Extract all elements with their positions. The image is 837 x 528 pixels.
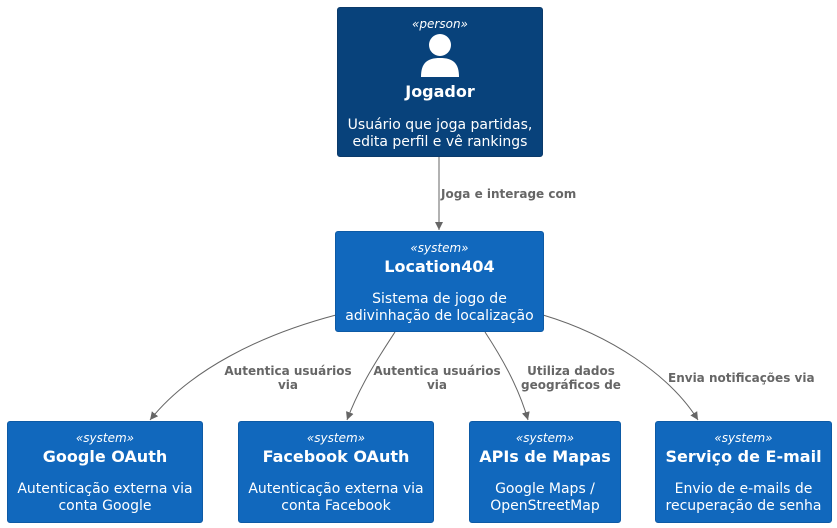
- edge-label-line: via: [277, 378, 299, 392]
- node-description-line: Google Maps /: [495, 481, 595, 497]
- node-description-line: Usuário que joga partidas,: [347, 117, 533, 133]
- node-description-line: Sistema de jogo de: [372, 291, 507, 307]
- person-icon: [421, 34, 459, 77]
- node-description-line: OpenStreetMap: [490, 498, 600, 514]
- system-facebook-oauth: «system» Facebook OAuth Autenticação ext…: [238, 421, 434, 523]
- edge-label-email-notif: Envia notificações via: [668, 371, 815, 385]
- edge-location404-to-email: [542, 314, 699, 421]
- node-title: Facebook OAuth: [262, 447, 410, 466]
- edge-label-line: Autentica usuários: [373, 364, 501, 378]
- stereotype-label: «person»: [412, 17, 468, 31]
- stereotype-label: «system»: [410, 241, 469, 255]
- node-description-line: Envio de e-mails de: [674, 481, 813, 497]
- system-servico-de-email: «system» Serviço de E-mail Envio de e-ma…: [655, 421, 832, 523]
- node-title: Jogador: [405, 82, 475, 101]
- node-description-line: edita perfil e vê rankings: [352, 134, 528, 150]
- stereotype-label: «system»: [714, 431, 773, 445]
- system-google-oauth: «system» Google OAuth Autenticação exter…: [7, 421, 203, 523]
- stereotype-label: «system»: [515, 431, 575, 445]
- edge-label-facebook-auth: Autentica usuários via: [372, 364, 502, 392]
- stereotype-label: «system»: [75, 431, 135, 445]
- node-description-line: Autenticação externa via: [17, 481, 193, 497]
- system-location404: «system» Location404 Sistema de jogo de …: [335, 231, 544, 332]
- edge-label-line: geográficos de: [521, 378, 621, 392]
- node-description-line: adivinhação de localização: [345, 308, 534, 324]
- edge-label-line: Envia notificações via: [668, 371, 815, 385]
- system-apis-de-mapas: «system» APIs de Mapas Google Maps / Ope…: [469, 421, 621, 523]
- edge-label-mapas-dados: Utiliza dados geográficos de: [515, 364, 627, 392]
- node-title: Google OAuth: [42, 447, 168, 466]
- node-title: Serviço de E-mail: [665, 447, 822, 466]
- person-jogador: «person» Jogador Usuário que joga partid…: [337, 7, 543, 157]
- node-title: APIs de Mapas: [479, 447, 611, 466]
- edge-label-line: Autentica usuários: [224, 364, 352, 378]
- node-description-line: recuperação de senha: [665, 498, 822, 514]
- edge-location404-to-google: [149, 314, 337, 421]
- edge-label-line: Utiliza dados: [527, 364, 615, 378]
- edge-label-line: via: [426, 378, 448, 392]
- stereotype-label: «system»: [306, 431, 366, 445]
- node-description-line: conta Facebook: [281, 498, 391, 514]
- edge-label-joga: Joga e interage com: [441, 187, 576, 201]
- node-description-line: conta Google: [58, 498, 152, 514]
- edge-location404-to-facebook: [346, 331, 396, 421]
- edge-label-google-auth: Autentica usuários via: [223, 364, 353, 392]
- edge-location404-to-mapas: [484, 331, 530, 421]
- edge-label-line: Joga e interage com: [441, 187, 577, 201]
- node-title: Location404: [384, 257, 495, 276]
- node-description-line: Autenticação externa via: [248, 481, 424, 497]
